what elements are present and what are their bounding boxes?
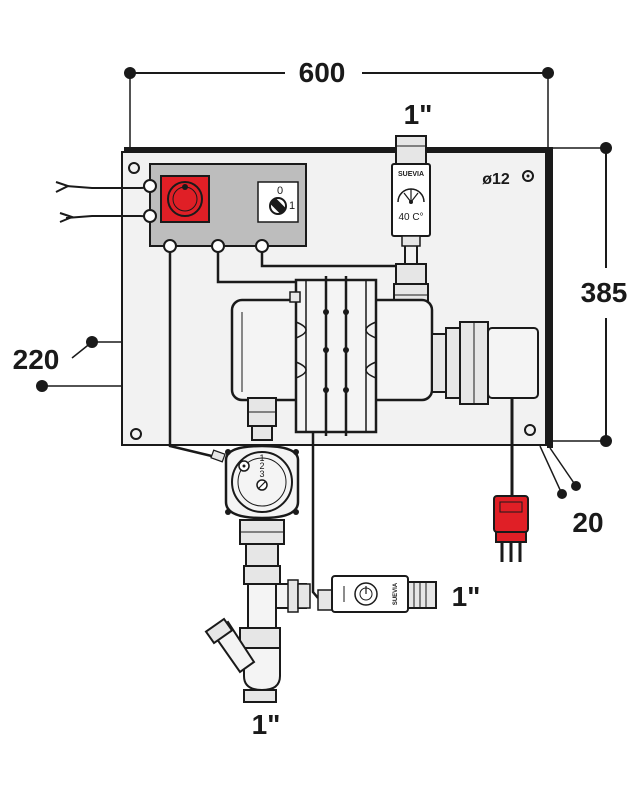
switch-off-label: 0: [277, 185, 283, 197]
thermostat[interactable]: SUEVIA 40 C°: [391, 163, 431, 307]
mounting-hole: [524, 424, 536, 436]
mixing-valve[interactable]: SUEVIA: [317, 575, 437, 613]
top-connection-label: 1": [404, 99, 433, 130]
y-strainer: 1": [204, 617, 281, 740]
switch-on-label: 1: [289, 200, 295, 212]
pump-speed-1: 1: [259, 453, 264, 463]
pump-speed-3: 3: [259, 469, 264, 479]
rotary-switch[interactable]: 0 1: [257, 181, 299, 223]
depth-dimension: 20: [539, 445, 604, 538]
hole-diameter-label: ø12: [482, 171, 510, 188]
side-label: 220: [13, 344, 60, 375]
width-dimension: 600: [124, 57, 554, 150]
side-dimension: 220: [13, 336, 235, 392]
width-label: 600: [299, 57, 346, 88]
red-socket[interactable]: [160, 175, 210, 223]
control-box: 0 1: [143, 163, 307, 253]
red-plug[interactable]: [493, 495, 529, 562]
thermostat-setpoint: 40 C°: [398, 212, 423, 223]
pump-speed-2: 2: [259, 461, 264, 471]
right-outlet-label: 1": [452, 581, 481, 612]
heating-element: [431, 321, 539, 496]
height-dimension: 385: [550, 142, 627, 447]
top-connection: 1": [395, 99, 433, 165]
mounting-hole: [128, 162, 140, 174]
depth-label: 20: [572, 507, 603, 538]
heat-exchanger: [230, 276, 434, 436]
pump-speed-selector[interactable]: 1 2 3: [259, 453, 264, 479]
pipe-assembly: [239, 397, 311, 649]
circulation-pump: 1 2 3: [210, 444, 300, 520]
bottom-connection-label: 1": [252, 709, 281, 740]
valve-brand: SUEVIA: [393, 582, 399, 605]
thermostat-brand: SUEVIA: [398, 171, 424, 178]
mounting-hole: [522, 170, 534, 182]
height-label: 385: [581, 277, 628, 308]
mounting-hole: [130, 428, 142, 440]
